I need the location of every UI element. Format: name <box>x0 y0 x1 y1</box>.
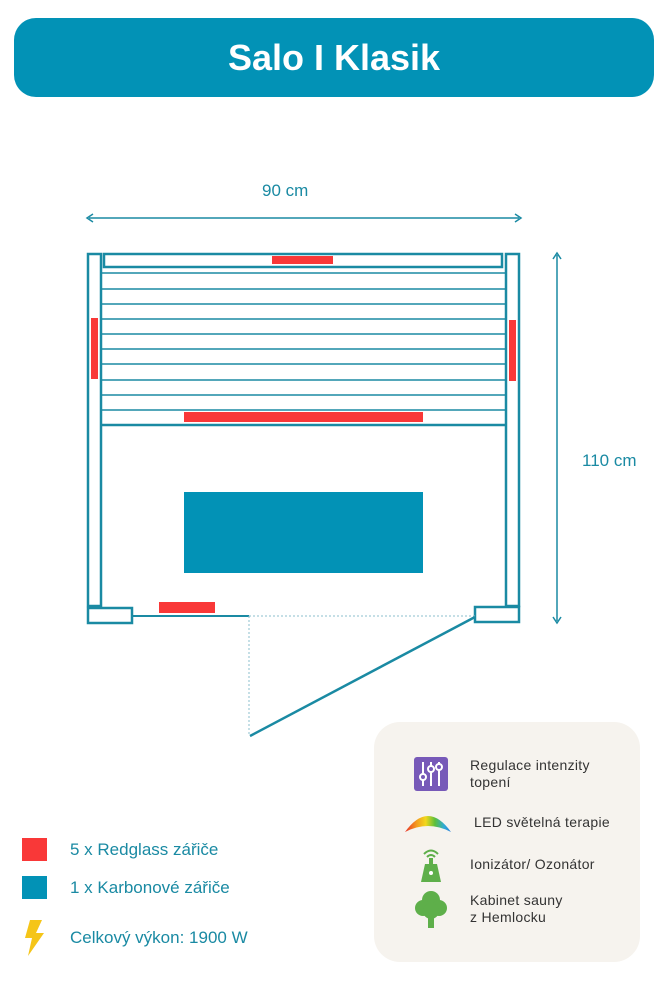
page-title: Salo I Klasik <box>227 36 441 78</box>
features-panel: Regulace intenzity topení LED světelná t… <box>374 722 640 962</box>
legend-carbon: 1 x Karbonové zářiče <box>22 876 230 899</box>
front-left-post <box>86 606 134 625</box>
legend-redglass: 5 x Redglass zářiče <box>22 838 218 861</box>
legend-label: Celkový výkon: 1900 W <box>70 928 248 947</box>
feature-label: Kabinet sauny z Hemlocku <box>470 892 563 925</box>
legend-label: 5 x Redglass zářiče <box>70 839 219 859</box>
redglass-heater-left <box>91 318 98 379</box>
sliders-icon <box>414 757 448 791</box>
backrest <box>102 252 504 269</box>
rainbow-icon <box>405 816 451 832</box>
width-label: 90 cm <box>262 181 309 200</box>
feature-label: Ionizátor/ Ozonátor <box>470 855 595 872</box>
lightning-icon <box>25 920 44 956</box>
front-right-post <box>473 605 521 624</box>
depth-arrow <box>552 251 562 625</box>
carbon-heater <box>184 492 423 573</box>
feature-label: Regulace intenzity topení <box>470 757 590 790</box>
feature-item: Regulace intenzity topení <box>374 757 620 791</box>
red-swatch <box>22 838 47 861</box>
redglass-heater-right <box>509 320 516 381</box>
sauna-floor-plan <box>85 213 562 738</box>
bench-slats <box>101 272 506 427</box>
right-wall <box>504 252 521 608</box>
feature-item: Kabinet sauny z Hemlocku <box>374 890 570 928</box>
tree-icon <box>415 891 447 928</box>
left-wall <box>86 252 103 608</box>
legend-power: Celkový výkon: 1900 W <box>22 920 248 956</box>
redglass-heater-front <box>159 602 215 613</box>
redglass-heater-bench <box>184 412 423 422</box>
title-banner: Salo I Klasik <box>14 18 654 97</box>
redglass-heater-back <box>272 256 333 264</box>
feature-item: Ionizátor/ Ozonátor <box>374 846 595 882</box>
legend-label: 1 x Karbonové zářiče <box>70 877 230 897</box>
feature-item: LED světelná terapie <box>374 810 610 834</box>
depth-label: 110 cm <box>582 451 637 470</box>
blue-swatch <box>22 876 47 899</box>
ionizer-icon <box>421 849 441 882</box>
feature-label: LED světelná terapie <box>474 813 610 830</box>
door <box>249 615 476 738</box>
width-arrow <box>85 213 523 223</box>
